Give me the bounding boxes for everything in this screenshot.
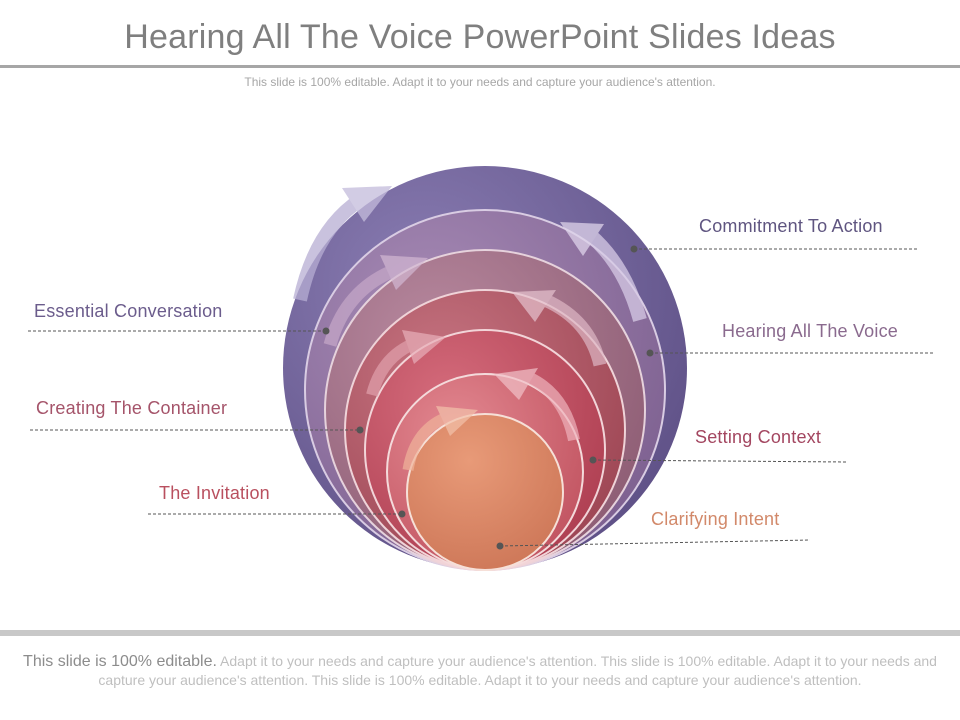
label-hearing-all-the-voice: Hearing All The Voice [722, 321, 898, 341]
footer-lead: This slide is 100% editable. [23, 653, 217, 670]
leader-line [589, 456, 847, 464]
footer-divider [0, 630, 960, 636]
leader-line [30, 426, 364, 434]
leader-line [148, 510, 406, 518]
leader-line [630, 245, 918, 253]
arrow-icon [494, 368, 580, 442]
arrow-icon [366, 330, 446, 397]
leader-line [28, 327, 330, 335]
leader-line [646, 349, 934, 357]
slide-title: Hearing All The Voice PowerPoint Slides … [124, 18, 836, 56]
arrow-icon [560, 222, 647, 322]
core-circle [406, 413, 564, 571]
label-commitment: Commitment To Action [699, 216, 883, 236]
label-setting-context: Setting Context [695, 427, 822, 447]
arrow-icon [512, 290, 607, 367]
slide-subtitle: This slide is 100% editable. Adapt it to… [244, 75, 716, 89]
leader-line [496, 539, 811, 550]
arrow-icon [402, 406, 478, 472]
arrow-icon [323, 255, 428, 347]
label-essential-conversation: Essential Conversation [34, 301, 223, 321]
title-divider [0, 65, 960, 68]
footer-text: This slide is 100% editable. Adapt it to… [10, 652, 950, 690]
label-creating-the-container: Creating The Container [36, 398, 228, 418]
label-the-invitation: The Invitation [159, 483, 270, 503]
label-clarifying-intent: Clarifying Intent [651, 509, 780, 529]
arrow-icon [293, 186, 392, 302]
footer-body: Adapt it to your needs and capture your … [98, 653, 937, 688]
